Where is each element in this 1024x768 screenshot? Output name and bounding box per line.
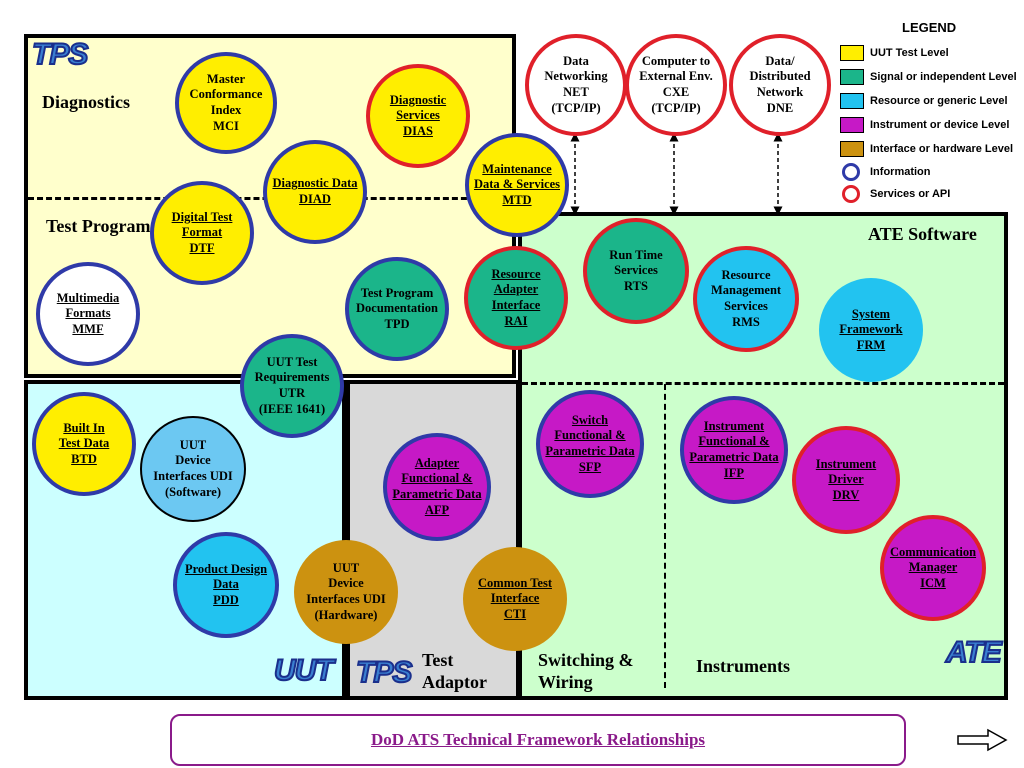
rms-node: Resource Management Services RMS — [693, 246, 799, 352]
legend-signal: Signal or independent Level — [840, 69, 1017, 85]
switching-wiring-label: Switching & Wiring — [538, 650, 634, 692]
legend-services: Services or API — [840, 185, 950, 203]
tpd-node: Test Program Documentation TPD — [345, 257, 449, 361]
mci-node: Master Conformance Index MCI — [175, 52, 277, 154]
green-swatch-icon — [840, 69, 864, 85]
btd-node: Built In Test Data BTD — [32, 392, 136, 496]
red-ring-icon — [842, 185, 860, 203]
test-adaptor-label: Test Adaptor — [422, 650, 488, 692]
ate-badge: ATE — [945, 635, 1003, 670]
yellow-swatch-icon — [840, 45, 864, 61]
legend-instrument: Instrument or device Level — [840, 117, 1009, 133]
drv-node: Instrument Driver DRV — [792, 426, 900, 534]
cxe-node: Computer to External Env. CXE (TCP/IP) — [625, 34, 727, 136]
blue-ring-icon — [842, 163, 860, 181]
legend-resource: Resource or generic Level — [840, 93, 1008, 109]
net-node: Data Networking NET (TCP/IP) — [525, 34, 627, 136]
cti-node: Common Test Interface CTI — [463, 547, 567, 651]
utr-node: UUT Test Requirements UTR (IEEE 1641) — [240, 334, 344, 438]
orange-swatch-icon — [840, 141, 864, 157]
uut-badge: UUT — [273, 653, 335, 688]
ate-software-label: ATE Software — [868, 224, 977, 244]
rts-node: Run Time Services RTS — [583, 218, 689, 324]
mmf-node: Multimedia Formats MMF — [36, 262, 140, 366]
dias-node: Diagnostic Services DIAS — [366, 64, 470, 168]
next-arrow-icon[interactable] — [956, 728, 1008, 752]
legend-title: LEGEND — [902, 20, 957, 35]
pdd-node: Product Design Data PDD — [173, 532, 279, 638]
legend-uut-test: UUT Test Level — [840, 45, 949, 61]
icm-node: Communication Manager ICM — [880, 515, 986, 621]
udi-sw-node: UUT Device Interfaces UDI (Software) — [140, 416, 246, 522]
dne-node: Data/ Distributed Network DNE — [729, 34, 831, 136]
diagnostics-label: Diagnostics — [42, 92, 131, 112]
test-program-label: Test Program — [46, 216, 151, 236]
udi-hw-node: UUT Device Interfaces UDI (Hardware) — [294, 540, 398, 644]
cyan-swatch-icon — [840, 93, 864, 109]
mtd-node: Maintenance Data & Services MTD — [465, 133, 569, 237]
ate-software-divider — [522, 382, 1004, 385]
magenta-swatch-icon — [840, 117, 864, 133]
tps-badge-bottom: TPS — [355, 655, 413, 690]
rai-node: Resource Adapter Interface RAI — [464, 246, 568, 350]
dtf-node: Digital Test Format DTF — [150, 181, 254, 285]
instruments-label: Instruments — [696, 656, 791, 676]
sfp-node: Switch Functional & Parametric Data SFP — [536, 390, 644, 498]
legend-interface: Interface or hardware Level — [840, 141, 1013, 157]
legend-information: Information — [840, 163, 931, 181]
afp-node: Adapter Functional & Parametric Data AFP — [383, 433, 491, 541]
footer-title: DoD ATS Technical Framework Relationship… — [370, 730, 706, 749]
footer-title-box: DoD ATS Technical Framework Relationship… — [170, 714, 906, 766]
frm-node: System Framework FRM — [819, 278, 923, 382]
diad-node: Diagnostic Data DIAD — [263, 140, 367, 244]
switching-instruments-divider — [664, 384, 666, 688]
tps-badge-top: TPS — [31, 37, 89, 72]
ifp-node: Instrument Functional & Parametric Data … — [680, 396, 788, 504]
